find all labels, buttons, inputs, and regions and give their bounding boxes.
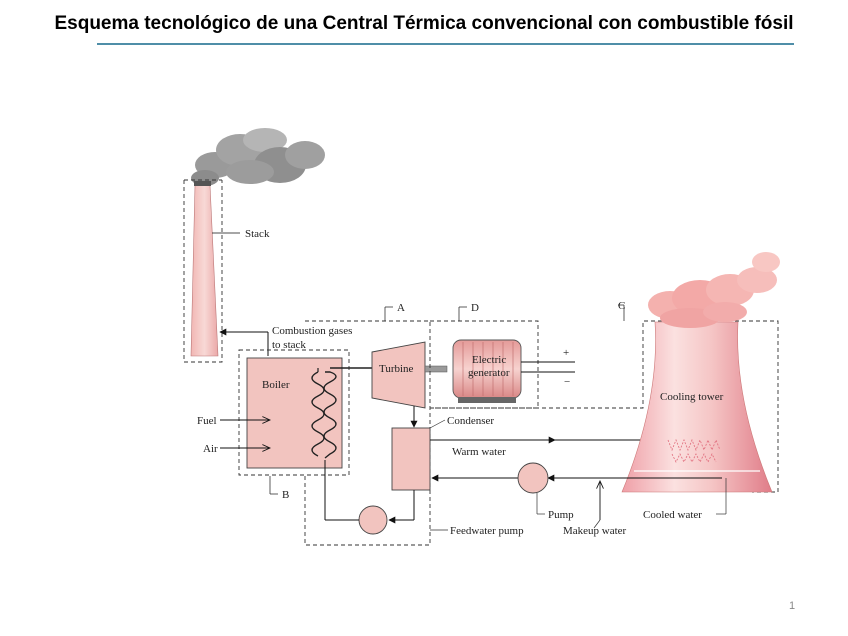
electric-generator	[452, 339, 522, 403]
warm-water-label: Warm water	[452, 446, 506, 458]
cooling-tower	[621, 321, 773, 493]
stack-smoke	[191, 128, 325, 186]
pump-label: Pump	[548, 509, 574, 521]
boiler-label: Boiler	[262, 379, 290, 391]
generator-label-2: generator	[468, 367, 510, 379]
region-c-label: C	[618, 300, 625, 312]
region-b-label: B	[282, 489, 289, 501]
combustion-gases-label-2: to stack	[272, 339, 306, 351]
stack-label: Stack	[245, 228, 270, 240]
region-a-outline	[304, 320, 431, 546]
makeup-water-label: Makeup water	[563, 525, 627, 537]
air-label: Air	[203, 443, 218, 455]
cooling-tower-plume	[648, 252, 780, 328]
minus-terminal: −	[564, 376, 570, 388]
page-number: 1	[789, 600, 796, 612]
feedwater-pump-label: Feedwater pump	[450, 525, 524, 537]
fuel-label: Fuel	[197, 415, 217, 427]
region-a-label: A	[397, 302, 405, 314]
slide-title: Esquema tecnológico de una Central Térmi…	[54, 13, 794, 34]
stack-region-outline	[183, 179, 223, 363]
feedwater-pump	[358, 505, 388, 535]
condenser	[391, 427, 431, 491]
turbine	[371, 341, 426, 409]
stack	[190, 184, 219, 357]
title-underline	[97, 43, 794, 45]
cooled-water-label: Cooled water	[643, 509, 702, 521]
generator-label: Electric	[472, 354, 506, 366]
region-d-label: D	[471, 302, 479, 314]
condenser-label: Condenser	[447, 415, 494, 427]
plus-terminal: +	[563, 347, 569, 359]
combustion-gases-label: Combustion gases	[272, 325, 352, 337]
boiler-region-outline	[238, 349, 350, 476]
turbine-label: Turbine	[379, 363, 414, 375]
region-d-outline	[430, 320, 539, 409]
circulating-pump	[517, 462, 549, 494]
boiler	[246, 357, 343, 469]
cooling-tower-label: Cooling tower	[660, 391, 724, 403]
